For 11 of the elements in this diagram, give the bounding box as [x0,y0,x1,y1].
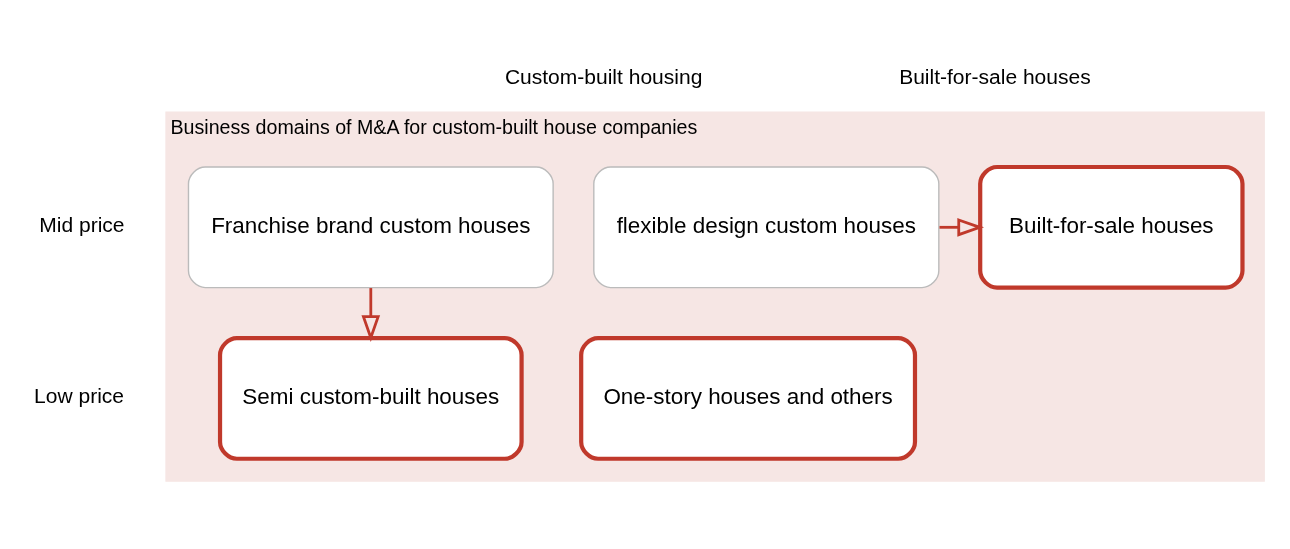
node-box: flexible design custom houses [593,165,940,288]
node-box: Built-for-sale houses [978,164,1245,290]
arrow [939,217,985,237]
node-box: One-story houses and others [579,335,918,461]
label: Built-for-sale houses [899,64,1091,88]
node-box: Semi custom-built houses [217,335,524,461]
arrow [361,287,381,342]
label: Low price [34,383,125,407]
label: Mid price [39,212,125,236]
node-box: Franchise brand custom houses [187,165,554,288]
label: Custom-built housing [504,64,703,88]
